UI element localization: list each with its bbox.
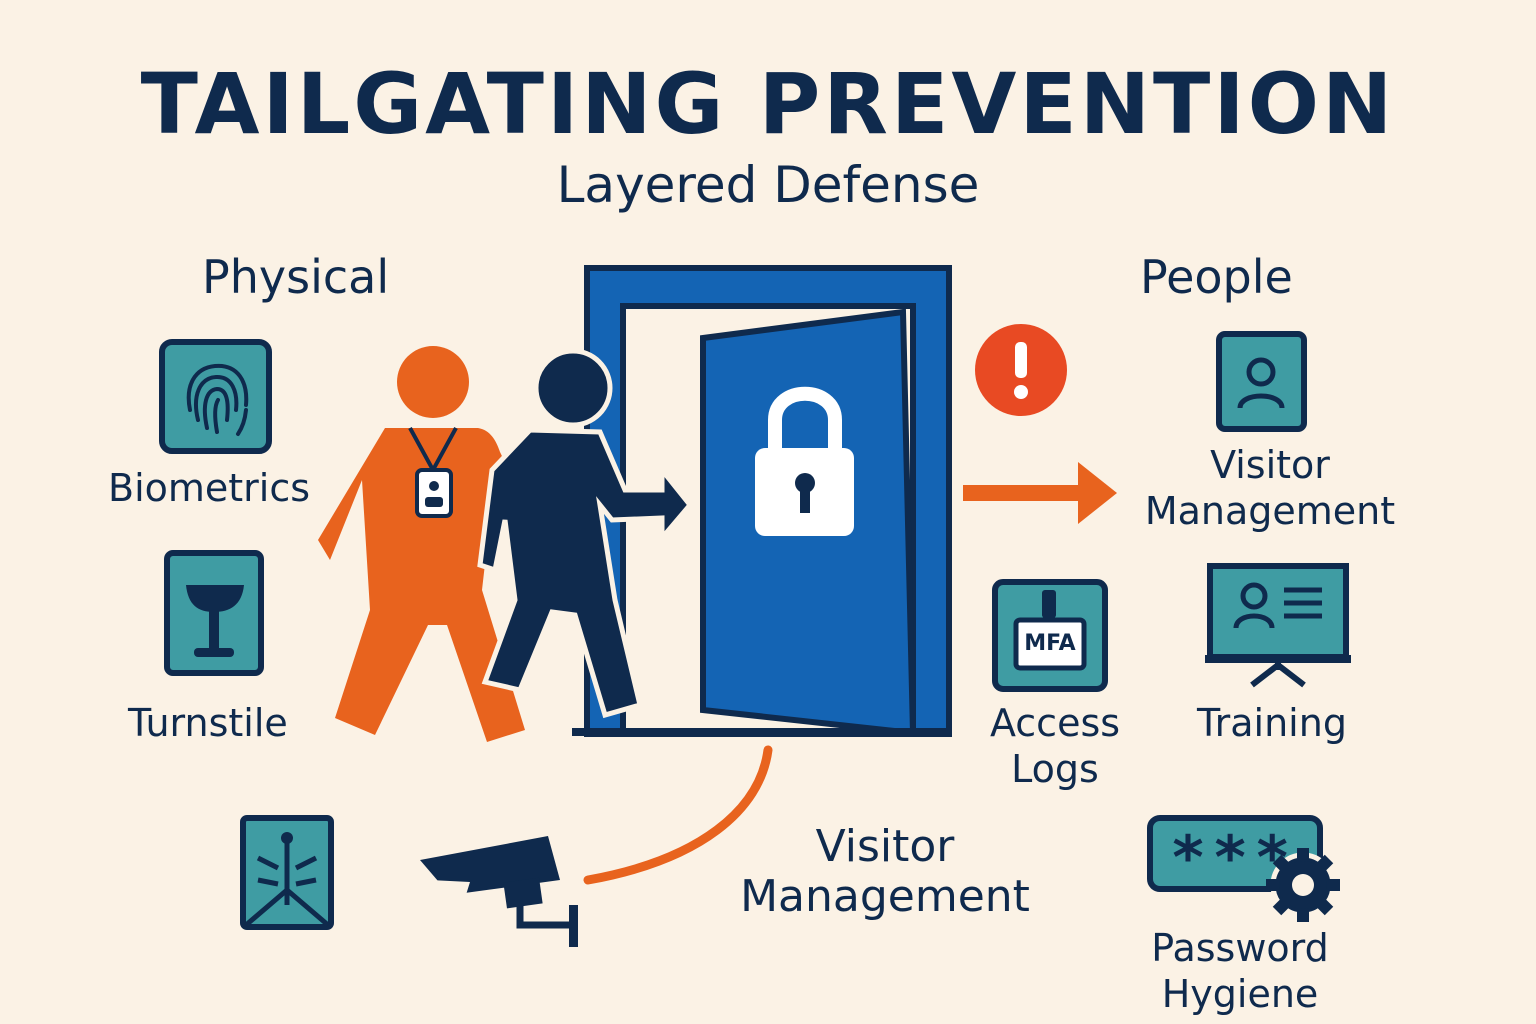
visitor-management-bottom-label: Visitor Management: [740, 821, 1030, 923]
visitor-badge-icon: [1216, 331, 1307, 432]
password-hygiene-label: Password Hygiene: [1151, 926, 1329, 1017]
visitor-management-right-label: Visitor Management: [1144, 443, 1396, 534]
alert-arrow: [963, 462, 1117, 524]
alert-icon: [975, 324, 1067, 416]
turnstile-label: Turnstile: [128, 701, 288, 745]
page-subtitle: Layered Defense: [556, 156, 980, 214]
physical-heading: Physical: [202, 250, 390, 304]
turnstile-icon: [164, 550, 264, 676]
password-mask: ***: [1170, 823, 1297, 893]
xray-scanner-icon: [240, 815, 334, 930]
cctv-camera-icon: [420, 836, 578, 947]
people-heading: People: [1140, 250, 1293, 304]
mfa-label: MFA: [1024, 631, 1076, 656]
training-label: Training: [1197, 701, 1347, 745]
mfa-badge-icon: [992, 579, 1108, 692]
padlock-icon: [755, 386, 854, 536]
biometrics-label: Biometrics: [108, 466, 311, 510]
camera-link-curve: [583, 745, 773, 885]
training-board-icon: [1205, 563, 1351, 688]
alert-text: !: [1000, 340, 1042, 341]
access-logs-label: Access Logs: [989, 701, 1121, 792]
tailgater-person: [477, 348, 694, 719]
fingerprint-icon: [159, 339, 272, 454]
page-title: TAILGATING PREVENTION: [140, 55, 1396, 153]
password-gear-icon: [1147, 815, 1340, 922]
